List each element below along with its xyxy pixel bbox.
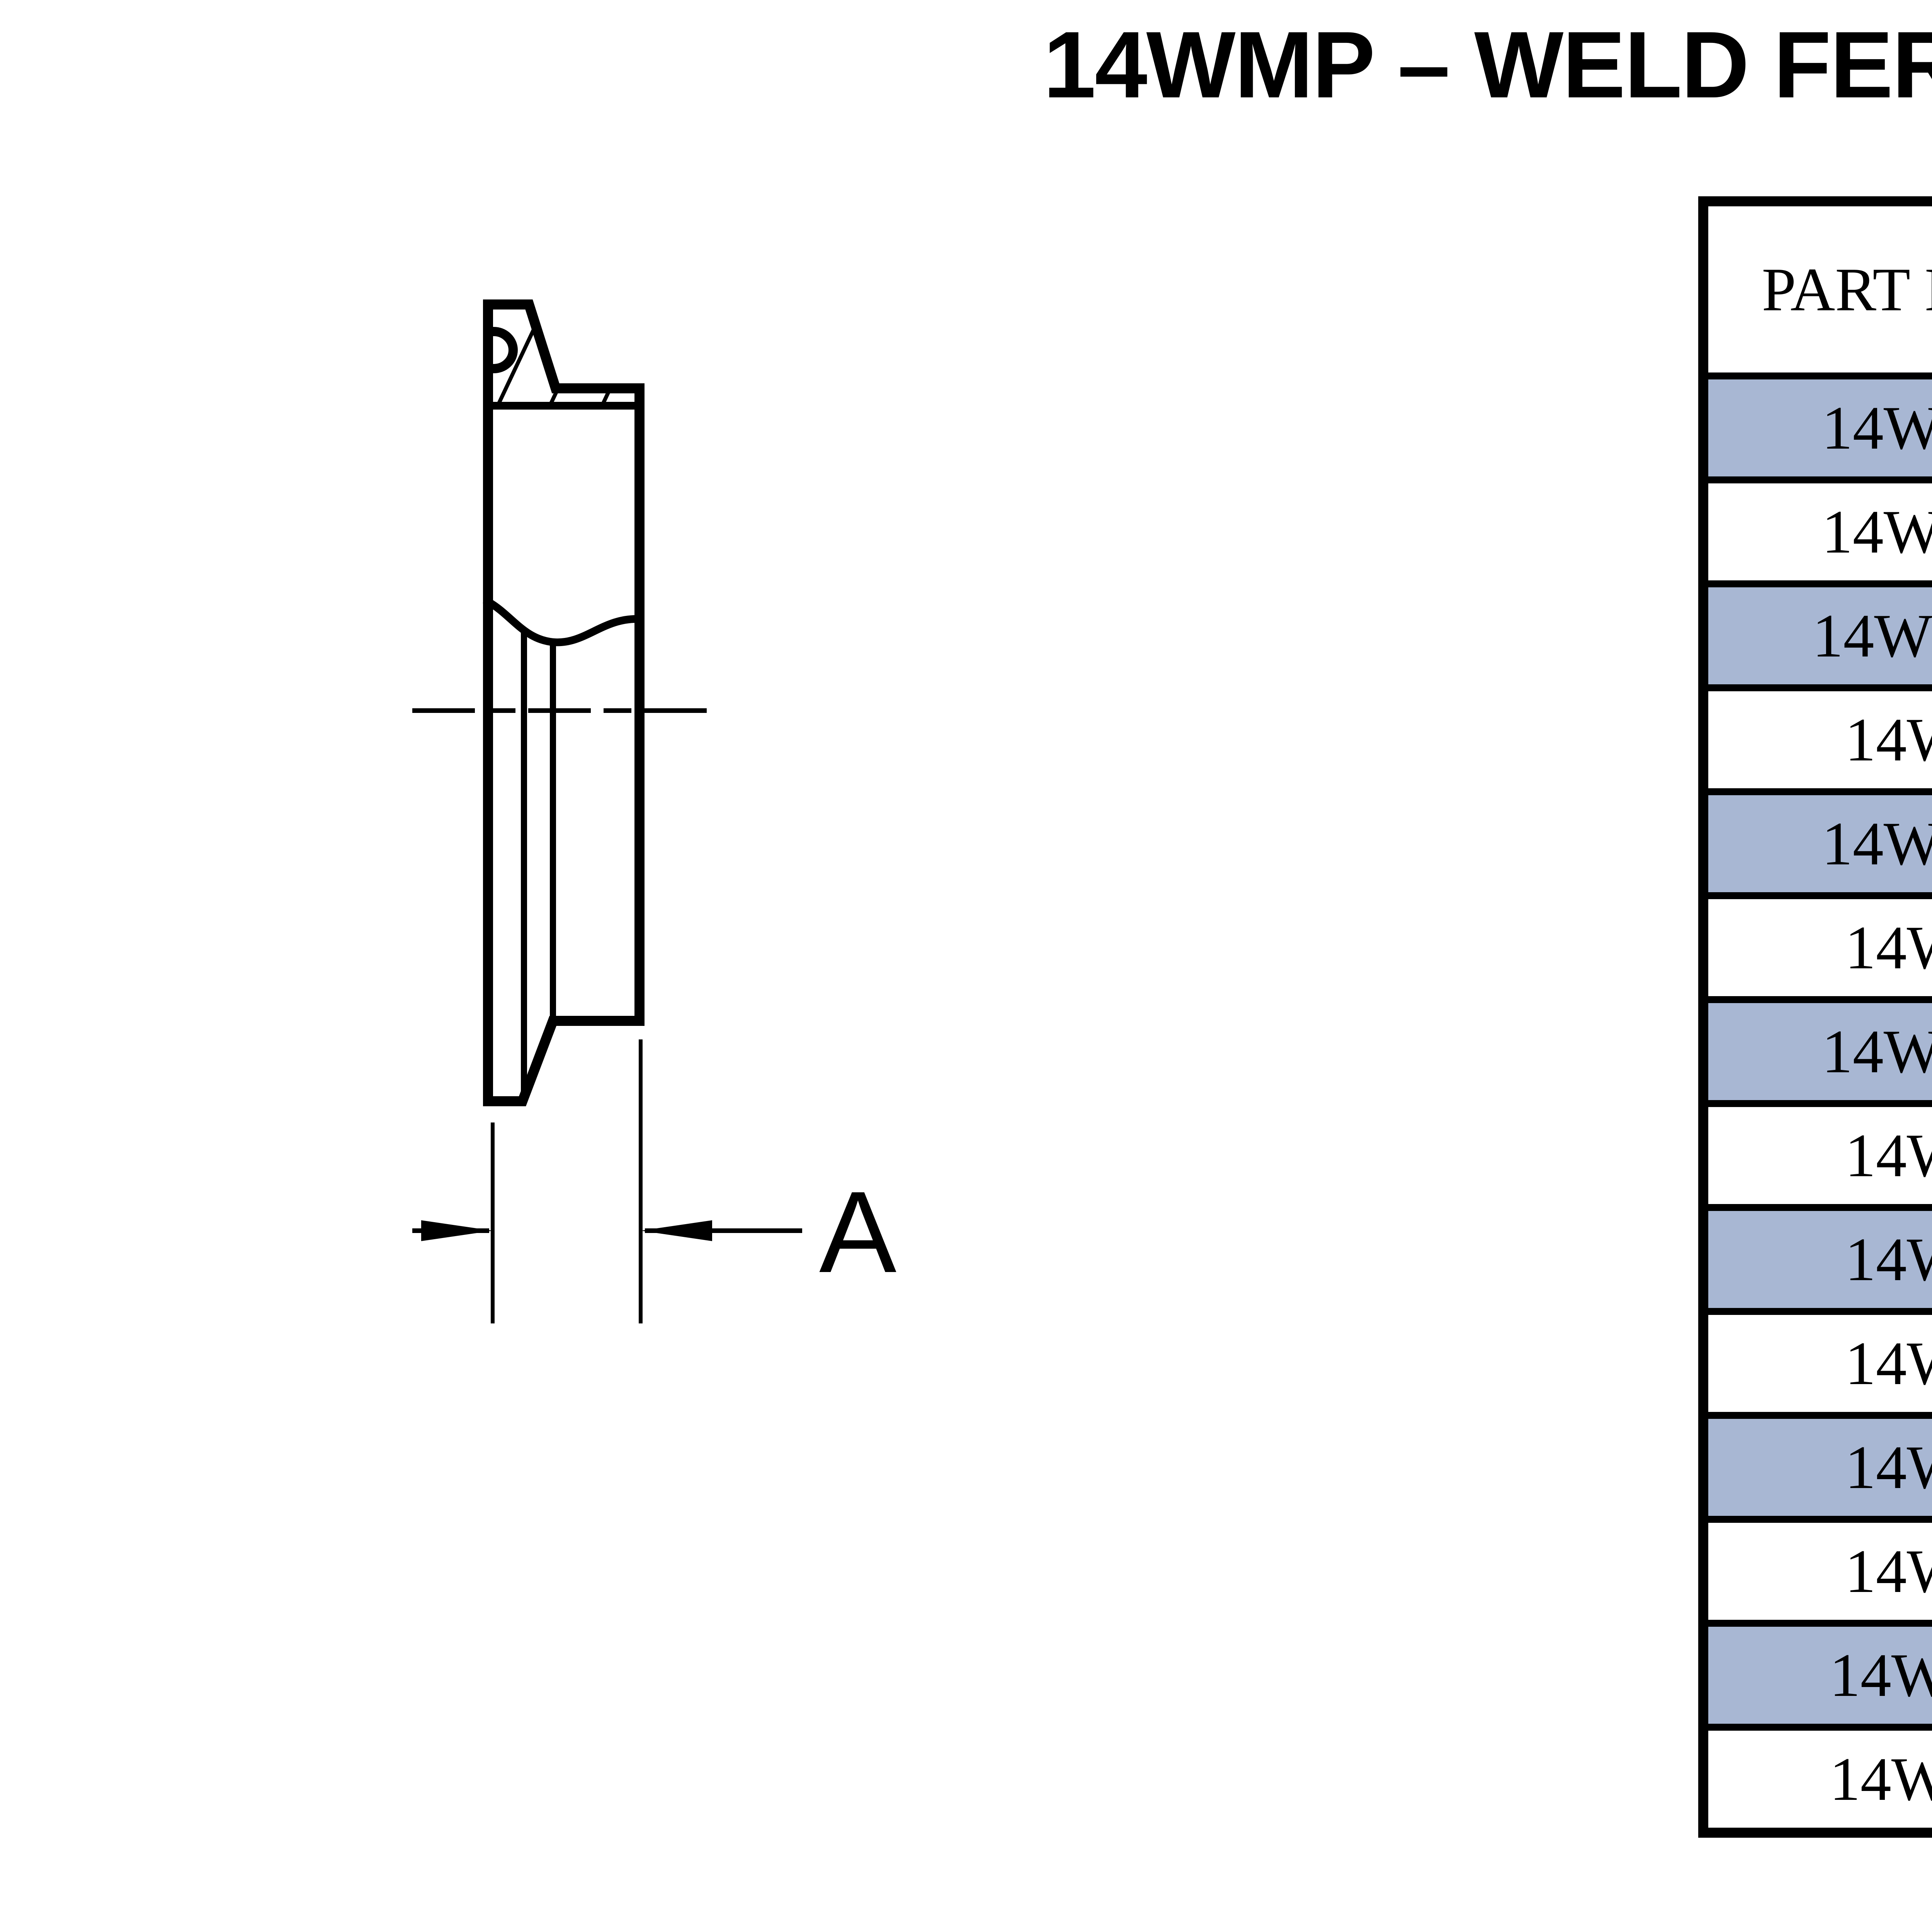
dimension-label: A — [819, 1167, 897, 1297]
page-title: 14WMP – WELD FERRULE, SHORT — [1043, 12, 1932, 117]
spec-table: PART NUMBER SIZE (inches) A (inches) 14W… — [1698, 196, 1932, 1838]
part-number-cell: 14WMP-2 — [1700, 892, 1932, 1003]
ferrule-outline — [483, 299, 645, 1106]
ferrule-drawing: A — [367, 213, 947, 1372]
part-number-cell: 14WMP-5 — [1700, 1308, 1932, 1419]
ferrule-section-drawing: A — [412, 294, 897, 1323]
table-row: 14WMP-22.500 — [1700, 892, 1932, 1003]
part-number-cell: 14WMP-3 — [1700, 1100, 1932, 1211]
table-row: 14WMP-1-A1 (TYPE A).500 — [1700, 580, 1932, 691]
part-number-cell: 14WMP-6 — [1700, 1412, 1932, 1523]
hatch-line — [641, 294, 707, 433]
arrowhead-right — [641, 1220, 712, 1241]
arrowhead-left — [421, 1220, 493, 1241]
table-row: 14WMP-44.625 — [1700, 1204, 1932, 1315]
table-body: 14WMP-.501/2.500 14WMP-.753/4.500 14WMP-… — [1700, 372, 1932, 1836]
clamp-groove-arc — [489, 327, 518, 374]
part-number-cell: 14WMP-1-A — [1700, 580, 1932, 691]
part-number-cell: 14WMP-10 — [1700, 1620, 1932, 1731]
part-number-cell: 14WMP-.75 — [1700, 476, 1932, 587]
table-row: 14WMP-88.875 — [1700, 1516, 1932, 1627]
table-row: 14WMP-66.750 — [1700, 1412, 1932, 1523]
table-row: 14WMP-33.500 — [1700, 1100, 1932, 1211]
table-row: 14WMP-.501/2.500 — [1700, 372, 1932, 483]
table-row: 14WMP-12121.000 — [1700, 1724, 1932, 1836]
break-line — [483, 596, 644, 646]
table-row: 14WMP-1010.875 — [1700, 1620, 1932, 1731]
col-header-part-number: PART NUMBER — [1700, 198, 1932, 379]
part-number-cell: 14WMP-12 — [1700, 1724, 1932, 1836]
part-number-cell: 14WMP-1 — [1700, 684, 1932, 795]
hatch-line — [694, 294, 759, 433]
header-row: PART NUMBER SIZE (inches) A (inches) — [1700, 198, 1932, 379]
table-row: 14WMP-55.750 — [1700, 1308, 1932, 1419]
hatch-line — [587, 304, 639, 406]
table-row: 14WMP-1.51-1/2.500 — [1700, 788, 1932, 899]
part-number-cell: 14WMP-2.5 — [1700, 996, 1932, 1107]
part-number-cell: 14WMP-4 — [1700, 1204, 1932, 1315]
table-header: PART NUMBER SIZE (inches) A (inches) — [1700, 198, 1932, 379]
table-row: 14WMP-.753/4.500 — [1700, 476, 1932, 587]
part-number-cell: 14WMP-.50 — [1700, 372, 1932, 483]
col-header-part-number-label: PART NUMBER — [1762, 255, 1932, 324]
table-row: 14WMP-2.52-1/2.500 — [1700, 996, 1932, 1107]
part-number-cell: 14WMP-8 — [1700, 1516, 1932, 1627]
table-row: 14WMP-11.500 — [1700, 684, 1932, 795]
part-number-cell: 14WMP-1.5 — [1700, 788, 1932, 899]
flange-hatch — [488, 294, 759, 433]
